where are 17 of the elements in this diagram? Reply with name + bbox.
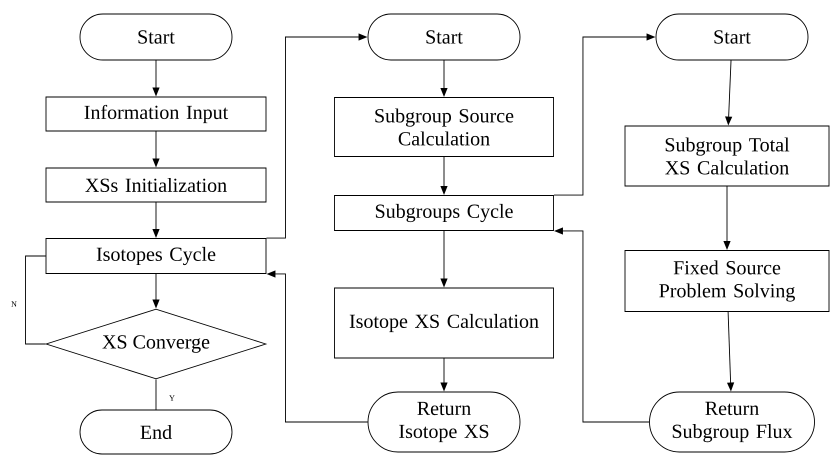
terminal-box: End [80, 410, 232, 454]
process-box: Subgroup Total XS Calculation [624, 126, 830, 186]
process-box: Isotope XS Calculation [334, 288, 554, 358]
terminal-box: Return Isotope XS [368, 392, 520, 452]
process-box: XSs Initialization [46, 168, 266, 202]
process-box: Isotopes Cycle [46, 238, 266, 274]
process-box: Subgroups Cycle [334, 195, 554, 231]
process-box: Information Input [46, 96, 266, 132]
connector-line [25, 256, 46, 344]
process-box: Subgroup Source Calculation [334, 97, 554, 157]
terminal-box: Start [656, 14, 808, 60]
terminal-box: Return Subgroup Flux [649, 392, 815, 452]
edge-label: Y [168, 394, 176, 402]
process-box: Fixed Source Problem Solving [624, 250, 830, 312]
terminal-box: Start [368, 14, 520, 60]
edge-label: N [10, 300, 18, 308]
terminal-box: Start [80, 14, 232, 60]
